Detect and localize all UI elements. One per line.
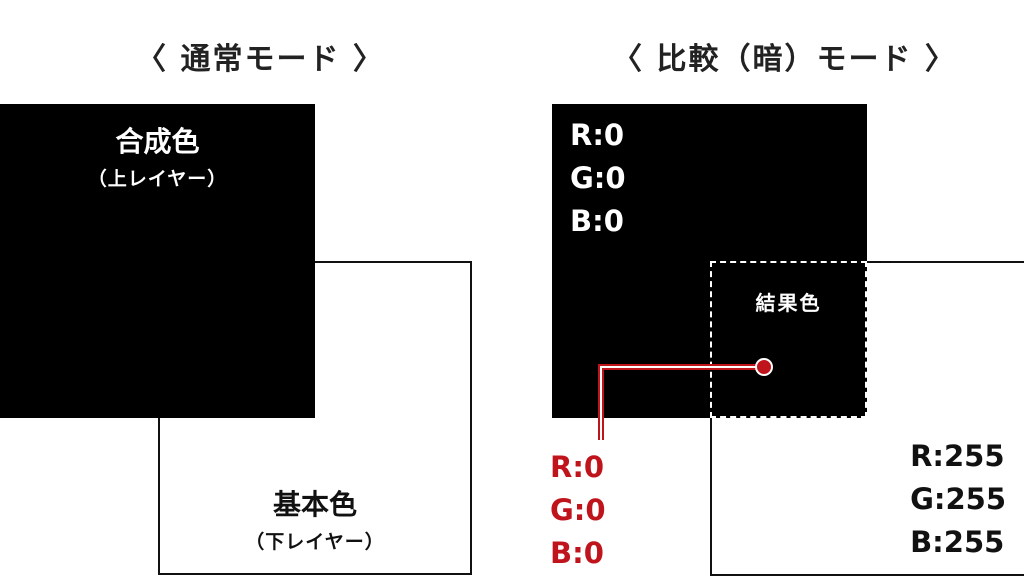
darken-result-label: 結果色 [755,291,822,315]
darken-base-rgb: R:255 G:255 B:255 [910,435,1006,564]
darken-result-b: B:0 [550,536,604,570]
darken-result-overlap: 結果色 [710,261,867,418]
darken-result-rgb: R:0 G:0 B:0 [550,446,606,575]
normal-base-sublabel: （下レイヤー） [245,531,385,553]
normal-blend-label: 合成色 [115,125,200,158]
darken-base-b: B:255 [910,525,1005,559]
normal-blend-layer: 合成色 （上レイヤー） [0,104,315,418]
darken-blend-g: G:0 [570,161,626,195]
darken-result-g: G:0 [550,493,606,527]
normal-mode-title: 〈 通常モード 〉 [136,42,385,77]
darken-blend-rgb: R:0 G:0 B:0 [570,114,626,243]
darken-result-r: R:0 [550,450,605,484]
normal-blend-sublabel: （上レイヤー） [87,168,228,190]
darken-base-g: G:255 [910,482,1006,516]
darken-base-r: R:255 [910,439,1005,473]
normal-base-label: 基本色 [272,488,357,521]
darken-blend-b: B:0 [570,204,624,238]
darken-mode-title: 〈 比較（暗）モード 〉 [612,42,957,77]
darken-blend-r: R:0 [570,118,625,152]
